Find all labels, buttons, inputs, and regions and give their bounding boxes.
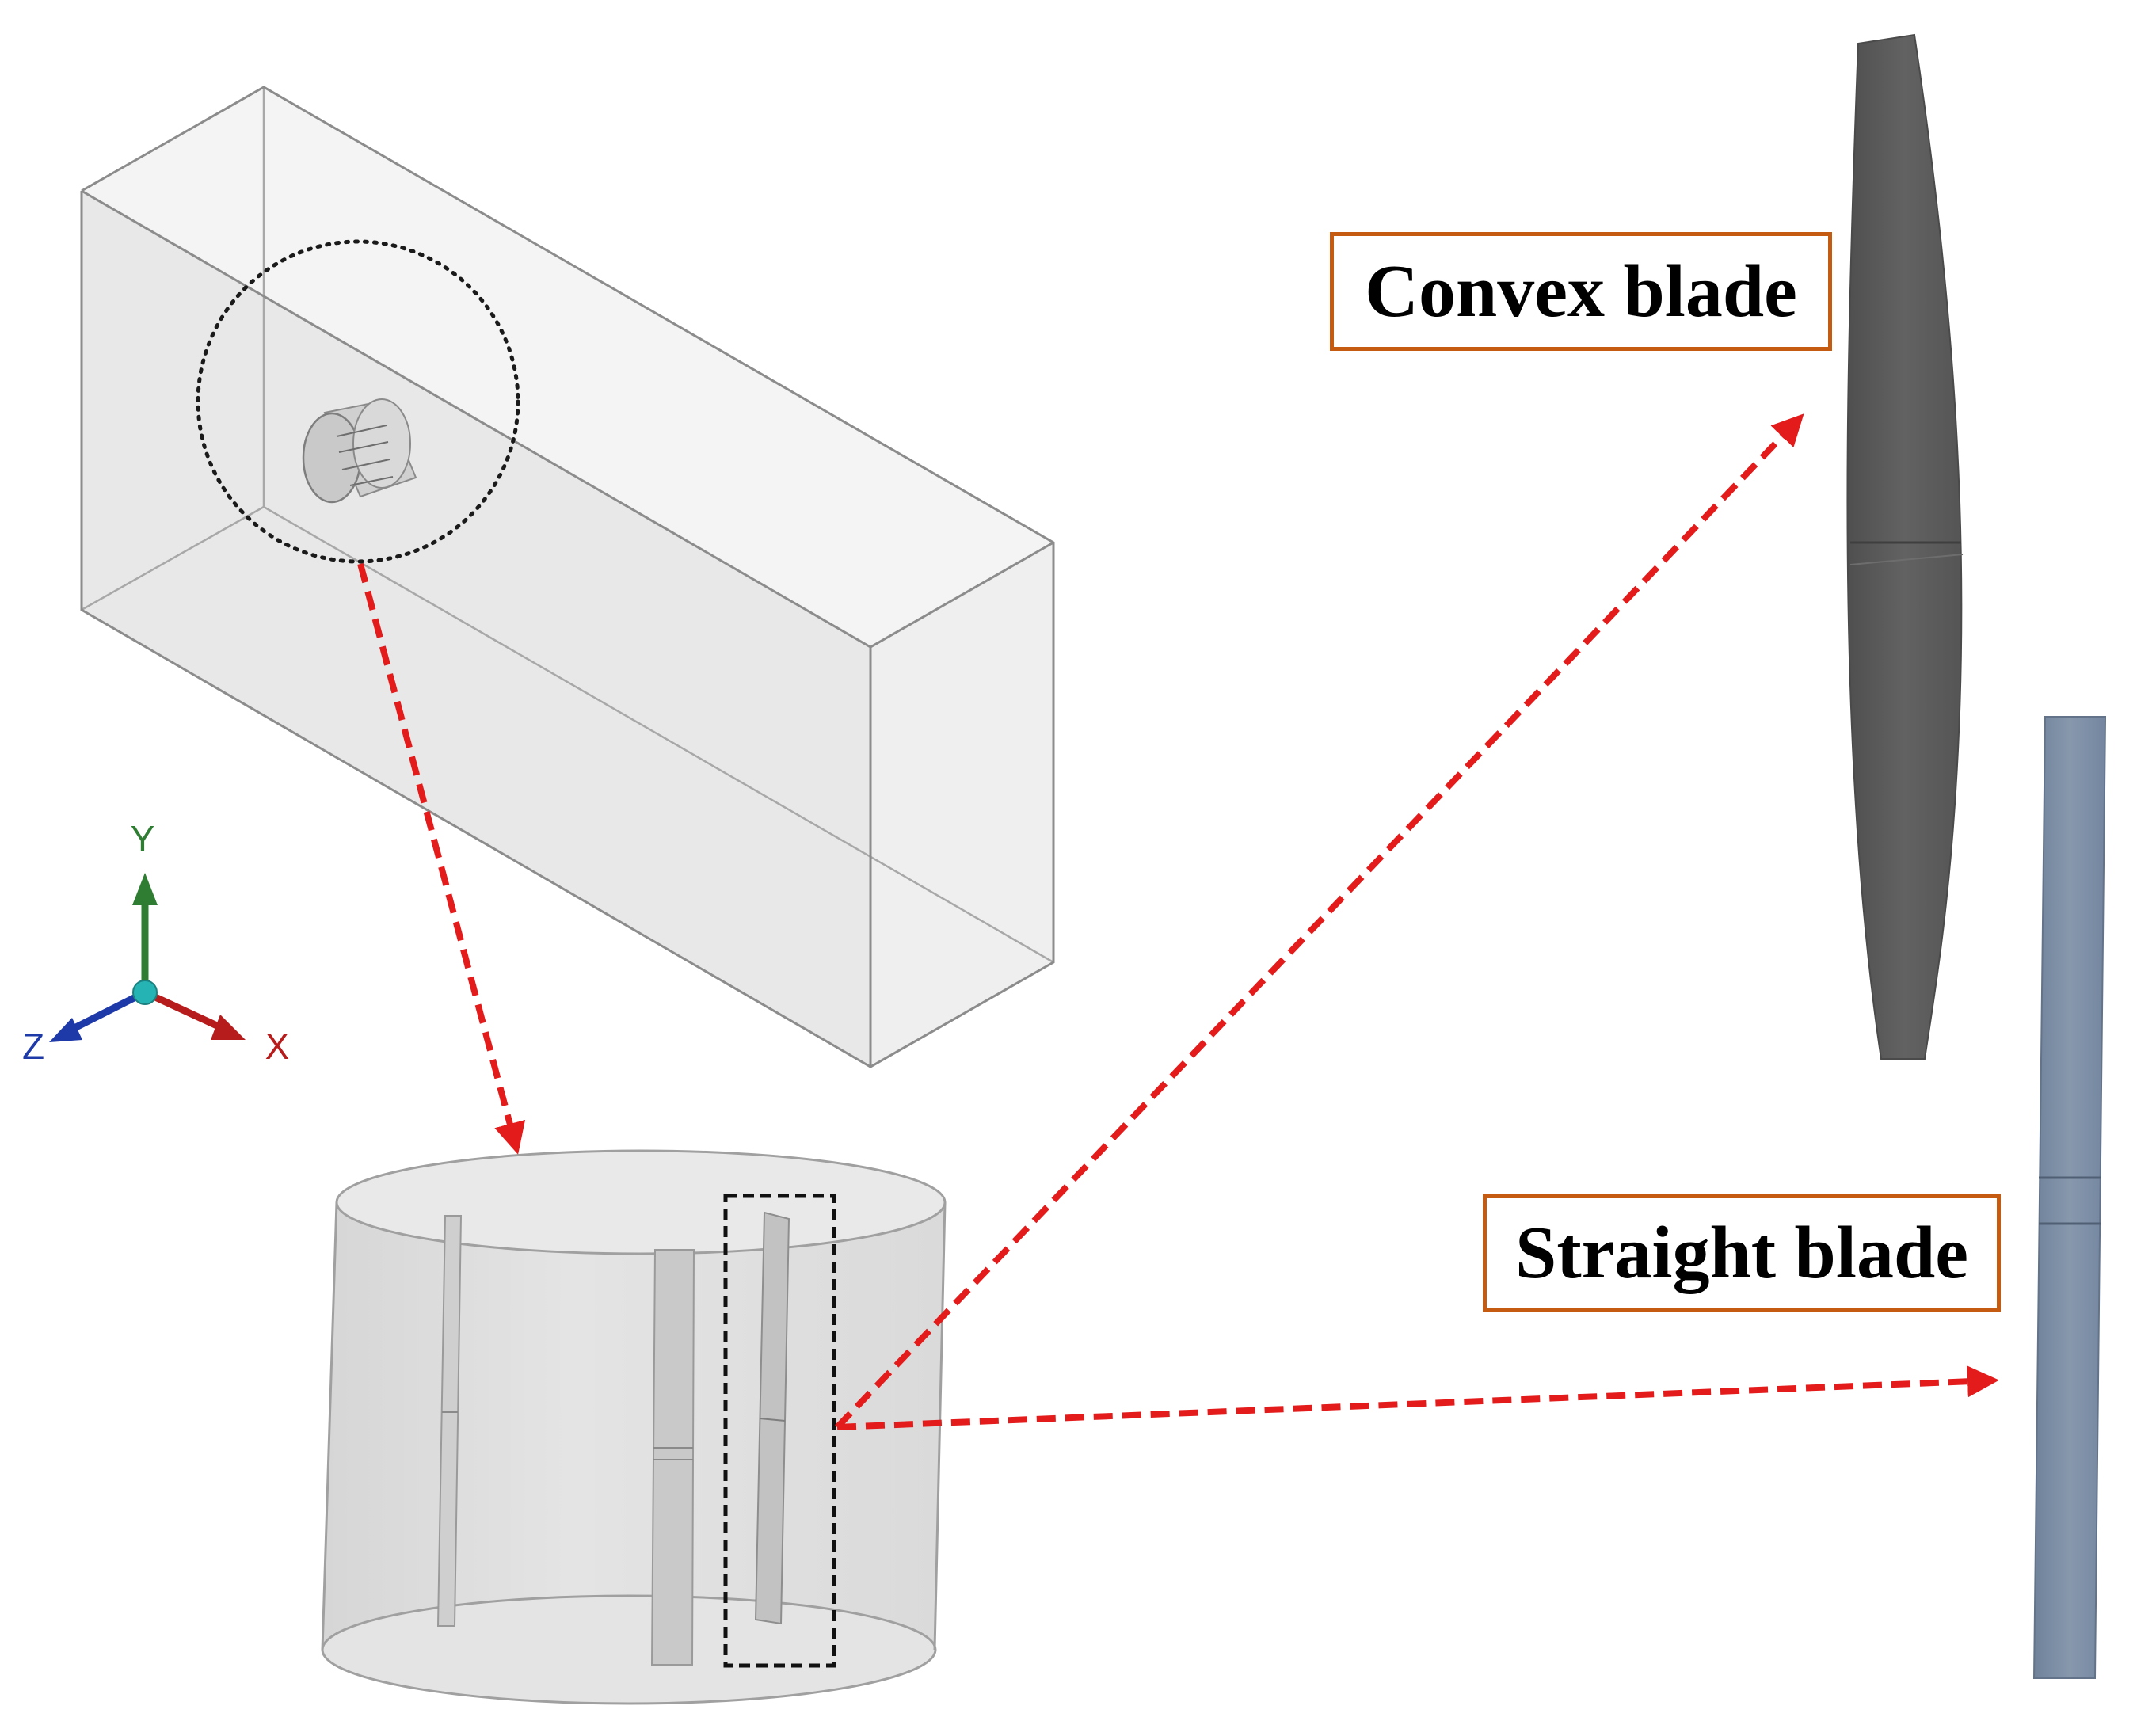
domain-box [80, 86, 1055, 1068]
axis-y-label: Y [131, 818, 155, 859]
arrow-to-straight-blade [836, 1365, 1999, 1430]
box-top-face [82, 87, 1053, 647]
rotor-cylinder [321, 1149, 947, 1705]
rotor-blade-right [754, 1211, 790, 1625]
blade-highlight-box [723, 1194, 836, 1668]
axis-x-label: X [265, 1026, 290, 1067]
arrow-zoom-to-rotor [357, 562, 526, 1155]
rotor-blade-middle [650, 1249, 695, 1666]
rotor-blade-left [436, 1215, 463, 1627]
arrow-to-convex-blade [835, 413, 1804, 1430]
axis-triad: Y X Z [22, 818, 289, 1067]
convex-blade [1846, 33, 1964, 1060]
convex-blade-label: Convex blade [1330, 232, 1832, 351]
straight-blade-label: Straight blade [1483, 1194, 2001, 1312]
rotor-thumbnail [302, 398, 417, 504]
axis-z-label: Z [22, 1026, 44, 1067]
arrows [357, 413, 1999, 1430]
straight-blade [2032, 716, 2107, 1679]
zoom-circle [196, 239, 520, 564]
